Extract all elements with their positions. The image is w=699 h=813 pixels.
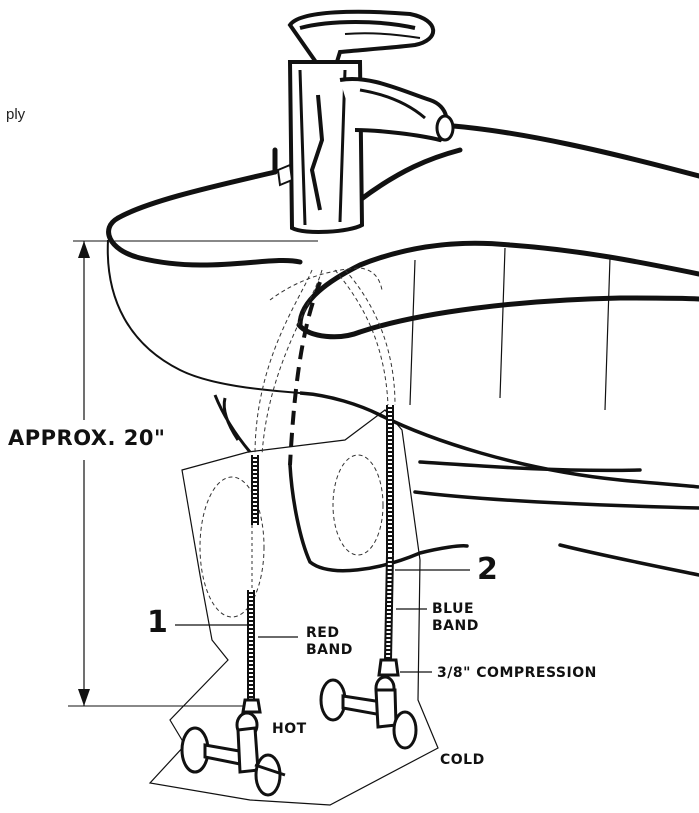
sink-rim-left-corner	[106, 215, 303, 268]
hot-stop-valve	[180, 711, 286, 797]
hot-label: HOT	[272, 721, 307, 737]
hot-supply-line	[241, 455, 262, 714]
sink-rim-front	[115, 147, 463, 221]
cut-off-text: ply	[6, 106, 26, 123]
sink-inner-rim-2	[296, 295, 699, 340]
height-dimension	[68, 240, 318, 707]
cold-stop-valve	[319, 675, 418, 750]
compression-label: 3/8" COMPRESSION	[437, 665, 597, 681]
cold-supply-line	[377, 405, 400, 677]
drain-hidden-line	[288, 281, 322, 466]
callout-1: 1	[147, 605, 168, 640]
wall-opening-right	[332, 454, 384, 556]
cold-label: COLD	[440, 752, 485, 768]
supply-lines-hidden	[254, 267, 396, 456]
blue-band-label-line1: BLUE	[432, 601, 475, 617]
blue-band-label-line2: BAND	[432, 618, 479, 634]
sink-lower-skirt	[213, 394, 252, 453]
sink-back-edge	[272, 122, 699, 179]
wall-opening-left	[199, 476, 265, 618]
sink-bowl-underside	[288, 460, 699, 577]
sink-front-face	[106, 239, 301, 394]
sink-bowl-inner-wall	[409, 247, 611, 411]
blue-band-label: BLUE BAND	[432, 602, 479, 633]
red-band-label-line2: BAND	[306, 642, 353, 658]
faucet	[276, 9, 455, 234]
red-band-label: RED BAND	[306, 626, 353, 657]
leader-lines	[175, 569, 470, 673]
red-band-label-line1: RED	[306, 625, 340, 641]
sink-bowl-front-curve	[299, 391, 699, 489]
callout-2: 2	[477, 552, 498, 587]
sink-inner-rim	[297, 240, 699, 328]
wall-outline	[148, 409, 439, 806]
height-label: APPROX. 20"	[8, 426, 166, 450]
